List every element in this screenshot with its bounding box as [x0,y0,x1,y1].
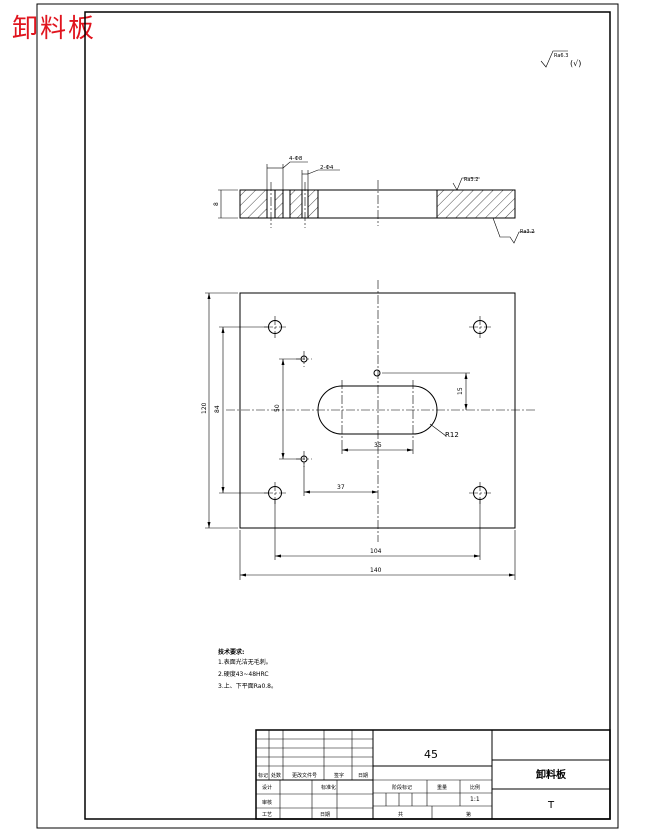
svg-text:Ra6.3: Ra6.3 [554,53,568,59]
svg-text:设计: 设计 [262,784,272,791]
svg-text:37: 37 [337,484,345,491]
svg-text:标记: 标记 [258,772,268,779]
center-mark-hole [373,369,381,377]
svg-text:工艺: 工艺 [262,812,272,818]
svg-text:84: 84 [214,405,221,413]
svg-text:技术要求:: 技术要求: [218,648,244,656]
svg-text:卸料板: 卸料板 [536,768,567,781]
svg-text:处数: 处数 [271,772,281,779]
svg-text:120: 120 [201,402,208,414]
plate-outline [239,292,516,529]
outer-border [36,3,619,829]
svg-text:标准化: 标准化 [321,784,336,791]
svg-text:50: 50 [274,404,281,412]
hatch-left-a [240,190,267,218]
hatch-left-b [275,190,283,218]
svg-text:日期: 日期 [358,773,368,779]
svg-text:2.硬度43~48HRC: 2.硬度43~48HRC [218,670,269,678]
svg-text:共: 共 [398,811,403,818]
svg-text:更改文件号: 更改文件号 [292,772,317,779]
part-name-stamp: 卸料板 [12,14,97,44]
svg-text:104: 104 [370,548,382,555]
corner-hole-tr [469,316,491,338]
svg-text:Ra3.2: Ra3.2 [464,177,478,183]
svg-text:35: 35 [374,442,382,449]
svg-text:8: 8 [213,202,220,206]
svg-text:日期: 日期 [320,812,330,818]
svg-text:Ra3.2: Ra3.2 [520,229,534,235]
svg-text:第: 第 [466,811,471,818]
svg-text:T: T [547,800,555,811]
section-view: 8 4-Φ8 2-Φ4 Ra3.2 Ra3.2 [213,156,535,244]
svg-text:2-Φ4: 2-Φ4 [320,165,334,171]
technical-requirements: 技术要求: 1.表面光洁无毛刺。 2.硬度43~48HRC 3.上、下平面Ra0… [218,648,277,690]
svg-text:140: 140 [370,567,382,574]
plan-view: 120 84 50 37 15 35 R [201,280,535,580]
svg-text:(√): (√) [570,59,581,68]
svg-text:重量: 重量 [437,784,447,791]
svg-text:比例: 比例 [470,784,480,791]
svg-text:3.上、下平面Ra0.8。: 3.上、下平面Ra0.8。 [218,682,277,690]
hatch-left-d [308,190,318,218]
corner-hole-br [469,482,491,504]
inner-frame [84,11,611,820]
svg-text:15: 15 [457,387,464,395]
svg-text:审核: 审核 [262,799,272,806]
svg-text:45: 45 [424,748,438,761]
svg-text:1.表面光洁无毛刺。: 1.表面光洁无毛刺。 [218,658,272,666]
general-roughness-note: Ra6.3 (√) [540,50,581,68]
svg-text:4-Φ8: 4-Φ8 [289,156,303,162]
svg-text:R12: R12 [445,431,459,439]
svg-text:签字: 签字 [334,772,344,779]
hatch-left-c [290,190,302,218]
svg-text:阶段标记: 阶段标记 [392,784,412,791]
hatch-right [437,190,515,218]
title-block: 标记 处数 更改文件号 签字 日期 设计 标准化 审核 工艺 日期 阶段标记 重… [255,729,611,820]
svg-text:1:1: 1:1 [470,796,480,803]
